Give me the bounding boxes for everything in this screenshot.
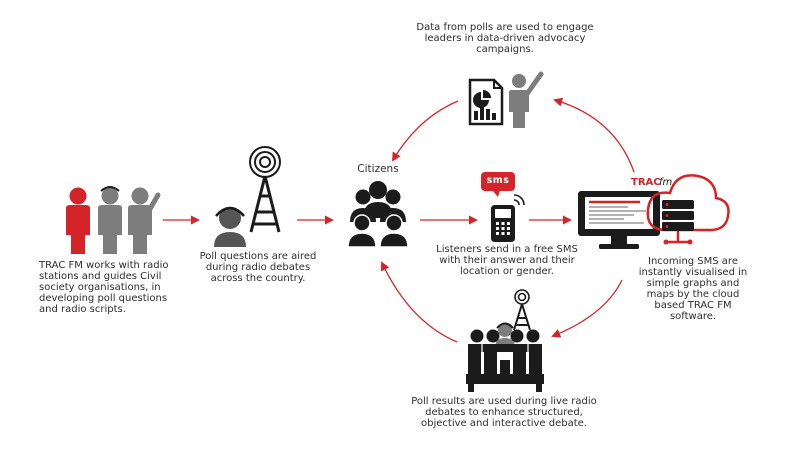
brand-trac-text: TRAC [631, 177, 661, 188]
sms-phone-icon [481, 172, 525, 242]
radio-debate-table-icon [466, 289, 544, 392]
arrow-bottom-to-citizens [380, 261, 458, 343]
arrow-top-to-citizens [392, 100, 459, 162]
report-presenter-icon [468, 71, 544, 128]
brand-fm-text: fm [659, 177, 673, 188]
computer-server-cloud-icon [578, 174, 730, 249]
citizens-group-icon [347, 181, 409, 248]
citizens-label: Citizens [357, 163, 399, 175]
trac-fm-logo: TRAC fm [631, 177, 673, 188]
caption-step5: Data from polls are used to engage leade… [416, 22, 594, 55]
radio-tower-icon [513, 289, 531, 331]
radio-tower-icon [249, 146, 281, 233]
sms-badge [481, 172, 515, 191]
arrow-step5-to-top [553, 97, 635, 173]
caption-step3: Listeners send in a free SMS with their … [436, 244, 578, 277]
arrow-step5-to-bottom [551, 279, 623, 338]
caption-step2: Poll questions are aired during radio de… [199, 251, 317, 284]
sms-badge-label: SMS [486, 175, 510, 186]
radio-presenter-icon [214, 146, 281, 247]
people-group-icon [66, 186, 161, 254]
caption-step1: TRAC FM works with radio stations and gu… [39, 260, 169, 315]
caption-step6: Poll results are used during live radio … [411, 396, 597, 429]
caption-step4: Incoming SMS are instantly visualised in… [638, 256, 748, 322]
